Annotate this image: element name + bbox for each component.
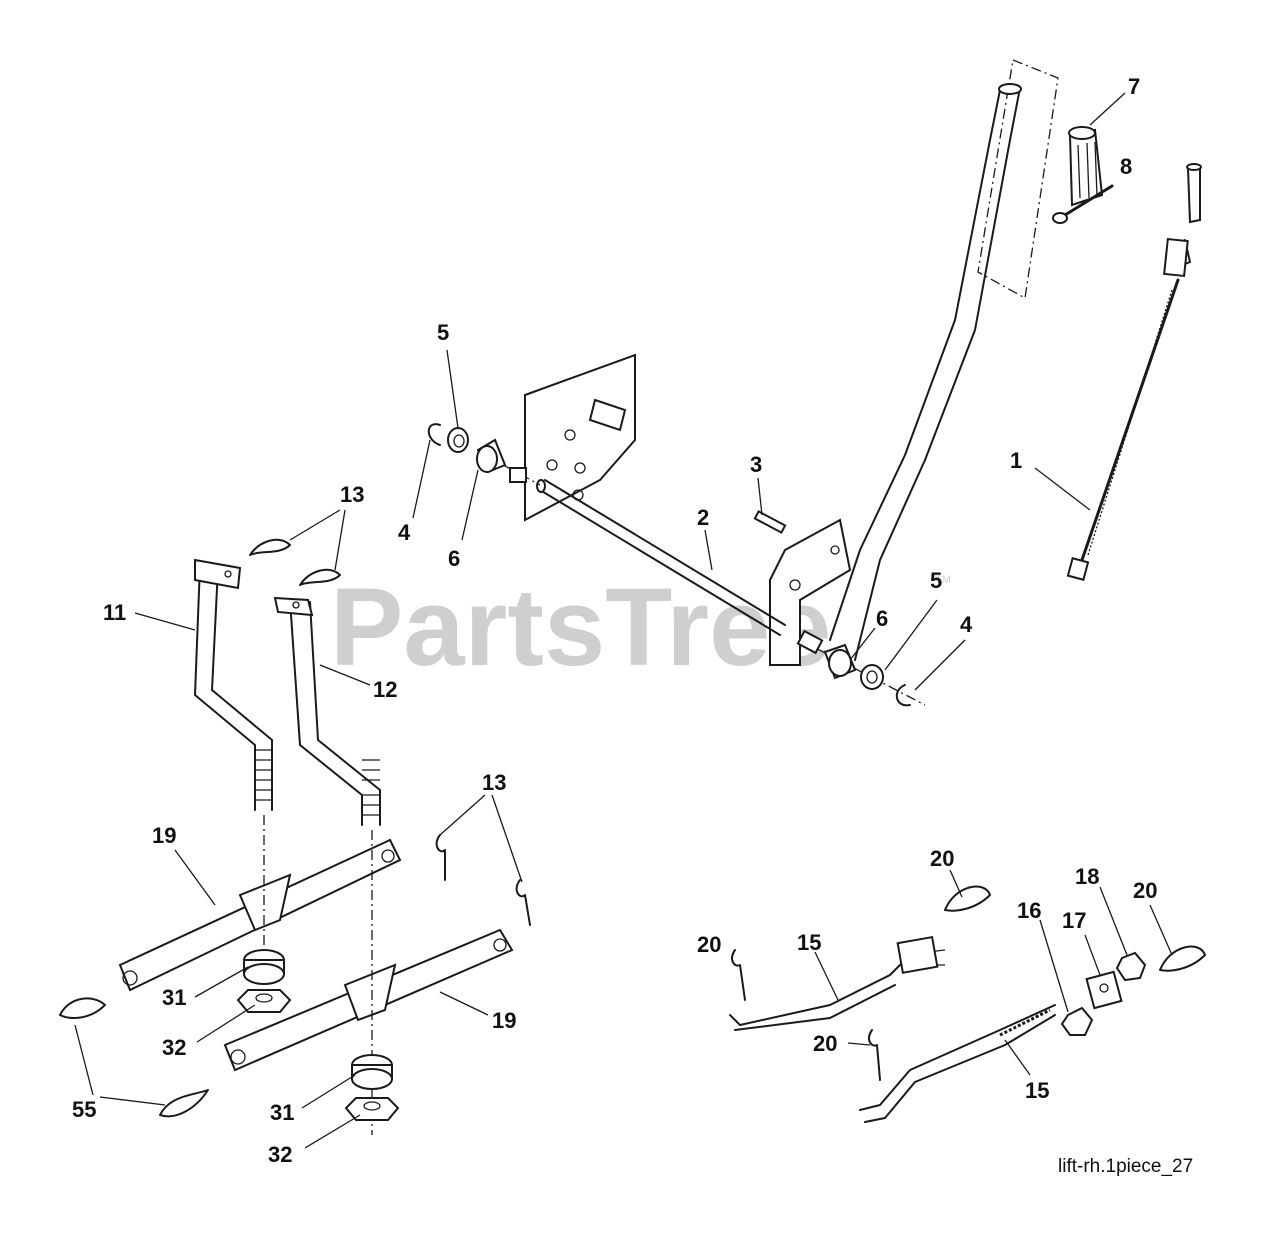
adjust-rod-upper xyxy=(729,935,946,1031)
callout-13-top: 13 xyxy=(340,482,364,507)
callout-12: 12 xyxy=(373,677,397,702)
callout-19-upper: 19 xyxy=(152,823,176,848)
roll-pin xyxy=(753,510,787,534)
right-shaft-hardware xyxy=(796,629,911,707)
leader-12 xyxy=(319,664,371,686)
leader-6-left xyxy=(461,469,479,541)
callout-19-lower: 19 xyxy=(492,1008,516,1033)
callout-6-right: 6 xyxy=(876,606,888,631)
leader-17 xyxy=(1084,934,1101,976)
leader-11 xyxy=(134,612,196,631)
leader-13-top-a xyxy=(289,509,341,541)
leader-13-mid-a xyxy=(439,794,486,836)
adjust-rod-lower xyxy=(859,1004,1056,1123)
callout-1: 1 xyxy=(1010,448,1022,473)
callout-11: 11 xyxy=(103,600,126,625)
lift-link-12 xyxy=(273,596,381,826)
callout-31-upper: 31 xyxy=(162,985,186,1010)
hairpin-clips-top xyxy=(249,538,341,586)
callout-3: 3 xyxy=(750,452,762,477)
lift-lever-arm xyxy=(769,83,1022,666)
lift-cable xyxy=(1066,163,1202,581)
leader-18 xyxy=(1099,886,1128,956)
callout-20-top: 20 xyxy=(930,846,954,871)
callout-32-lower: 32 xyxy=(268,1142,292,1167)
callout-6-left: 6 xyxy=(448,546,460,571)
leader-1 xyxy=(1034,467,1091,511)
leader-4-left xyxy=(412,439,431,519)
hairpin-clips-mid xyxy=(435,834,531,926)
callout-18: 18 xyxy=(1075,864,1099,889)
lift-arm-lower xyxy=(223,928,514,1072)
leader-2 xyxy=(704,529,713,571)
leader-31-upper xyxy=(194,966,249,998)
callout-8: 8 xyxy=(1120,154,1132,179)
callout-15-upper: 15 xyxy=(797,930,821,955)
leader-15-upper xyxy=(814,951,839,1001)
leader-19-upper xyxy=(174,849,216,906)
lift-shaft xyxy=(484,454,926,706)
grip-pin xyxy=(1052,184,1114,224)
leader-32-upper xyxy=(196,1004,256,1043)
callout-4-left: 4 xyxy=(398,520,411,545)
watermark-trademark: TM xyxy=(935,574,951,586)
leader-5-left xyxy=(446,349,459,429)
leader-7 xyxy=(1089,92,1126,126)
leader-20-lower xyxy=(847,1042,871,1046)
lever-grip xyxy=(1068,126,1104,207)
callout-16: 16 xyxy=(1017,898,1041,923)
leader-13-mid-b xyxy=(491,794,523,883)
watermark-text: PartsTree xyxy=(330,566,831,689)
spacer-nut-right xyxy=(344,1054,400,1121)
leader-16 xyxy=(1039,919,1069,1013)
callout-32-upper: 32 xyxy=(162,1035,186,1060)
callout-5-left: 5 xyxy=(437,320,449,345)
leader-20-top xyxy=(949,869,963,898)
callout-13-mid: 13 xyxy=(482,770,506,795)
hairpin-clips-20 xyxy=(731,885,1206,1081)
leader-6-right xyxy=(849,627,876,661)
left-shaft-hardware xyxy=(427,423,527,483)
leader-55-b xyxy=(99,1096,166,1106)
leader-13-top-b xyxy=(334,509,346,571)
mounting-plate xyxy=(524,353,636,522)
callout-17: 17 xyxy=(1062,908,1086,933)
leader-4-right xyxy=(914,639,966,691)
leader-31-lower xyxy=(301,1074,356,1109)
leader-15-lower xyxy=(1004,1039,1031,1076)
leader-5-right xyxy=(884,599,938,671)
hairpin-clips-55 xyxy=(59,997,209,1118)
callout-7: 7 xyxy=(1128,74,1140,99)
leader-32-lower xyxy=(304,1114,361,1149)
callout-5-right: 5 xyxy=(930,568,942,593)
leader-20-right xyxy=(1149,904,1173,956)
spacer-nut-left xyxy=(236,949,292,1013)
leader-3 xyxy=(757,477,763,516)
callout-55: 55 xyxy=(72,1097,96,1122)
callout-31-lower: 31 xyxy=(270,1100,294,1125)
callout-4-right: 4 xyxy=(960,612,973,637)
figure-id: lift-rh.1piece_27 xyxy=(1058,1156,1193,1177)
callout-20-left: 20 xyxy=(697,932,721,957)
callout-20-right: 20 xyxy=(1133,878,1157,903)
adjust-hardware xyxy=(1060,951,1147,1036)
leader-19-lower xyxy=(439,991,489,1016)
leader-55-a xyxy=(74,1024,94,1096)
lift-link-11 xyxy=(194,558,273,811)
callout-2: 2 xyxy=(697,505,709,530)
callout-15-lower: 15 xyxy=(1025,1078,1049,1103)
callout-20-lower: 20 xyxy=(813,1031,837,1056)
lift-arm-upper xyxy=(118,838,402,992)
